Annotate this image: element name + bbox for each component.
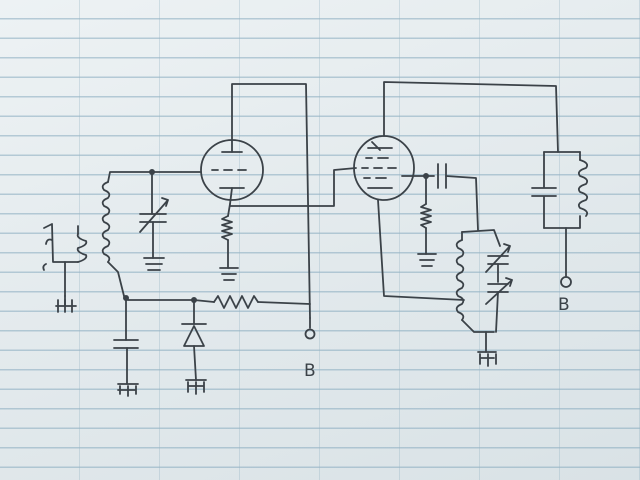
b-terminal-left-label: B [304,361,316,381]
oscillator-tank-circuit [455,229,513,367]
zener-diode [181,299,207,395]
bypass-capacitor [113,297,139,397]
grid-leak-resistor [417,175,437,267]
antenna-coupling-coil [42,223,88,297]
triode-tube [200,139,264,205]
cathode-resistor [219,203,239,281]
variable-tuning-capacitor [139,171,169,271]
pentode-tube [353,135,415,201]
b-terminal-right-label: B [558,295,570,315]
coupling-wire [229,167,357,207]
ground-symbol [55,295,77,313]
cathode-return-wire [377,199,465,301]
b-terminal-left [304,317,316,340]
plate-tank-circuit [531,151,589,288]
bias-line [123,295,311,309]
plate-supply-wire [231,83,311,319]
plate-supply-wire-2 [383,81,559,153]
grid-tuning-coil [101,171,151,297]
